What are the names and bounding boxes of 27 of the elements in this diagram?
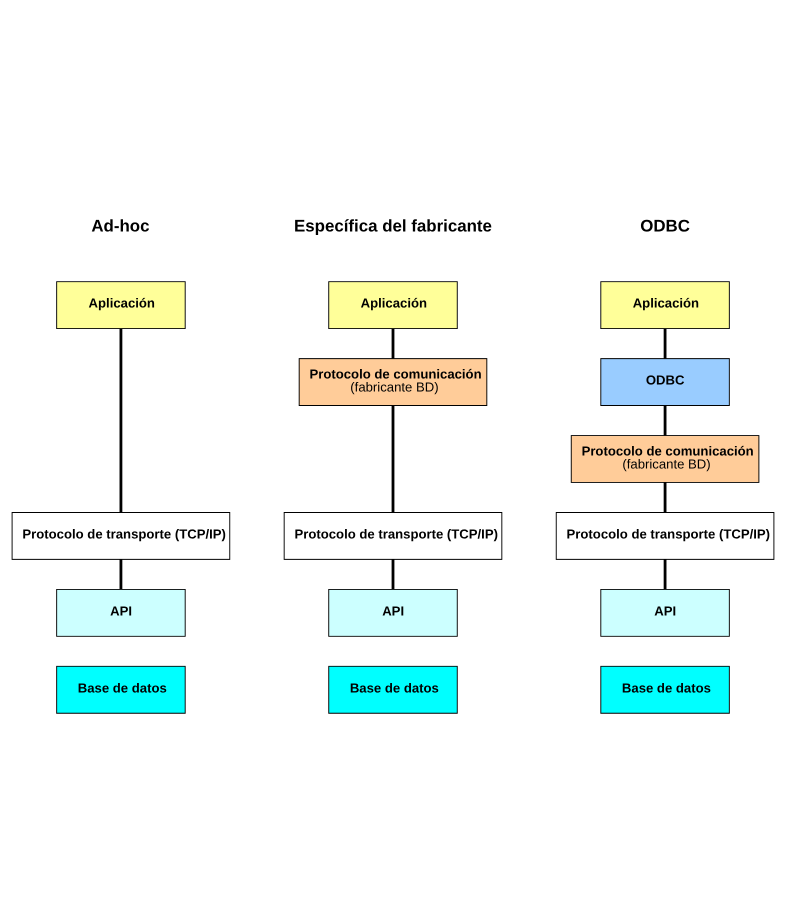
connector — [664, 406, 666, 436]
connector — [392, 406, 394, 512]
node-box: API — [600, 588, 730, 637]
node-box: Aplicación — [56, 281, 186, 330]
node-box: ODBC — [600, 358, 730, 406]
label: ODBC — [640, 216, 690, 236]
label: Ad-hoc — [91, 216, 150, 236]
node-box: Protocolo de transporte (TCP/IP) — [12, 512, 230, 560]
node-box: API — [56, 588, 186, 637]
node-box: Base de datos — [600, 666, 730, 714]
connector — [664, 482, 666, 512]
node-box: Protocolo de comunicación (fabricante BD) — [570, 435, 760, 483]
connector — [392, 328, 394, 358]
connector — [120, 559, 122, 590]
node-box: Protocolo de transporte (TCP/IP) — [556, 512, 774, 560]
connector — [664, 328, 666, 358]
node-box: Aplicación — [600, 281, 730, 330]
node-box: Protocolo de transporte (TCP/IP) — [284, 512, 502, 560]
node-box: Base de datos — [328, 666, 458, 714]
connector — [664, 559, 666, 590]
node-box: API — [328, 588, 458, 637]
node-box: Aplicación — [328, 281, 458, 330]
connector — [392, 559, 394, 590]
node-box: Base de datos — [56, 666, 186, 714]
connector — [120, 328, 122, 512]
node-box: Protocolo de comunicación (fabricante BD) — [298, 358, 488, 406]
label: Específica del fabricante — [294, 216, 492, 236]
